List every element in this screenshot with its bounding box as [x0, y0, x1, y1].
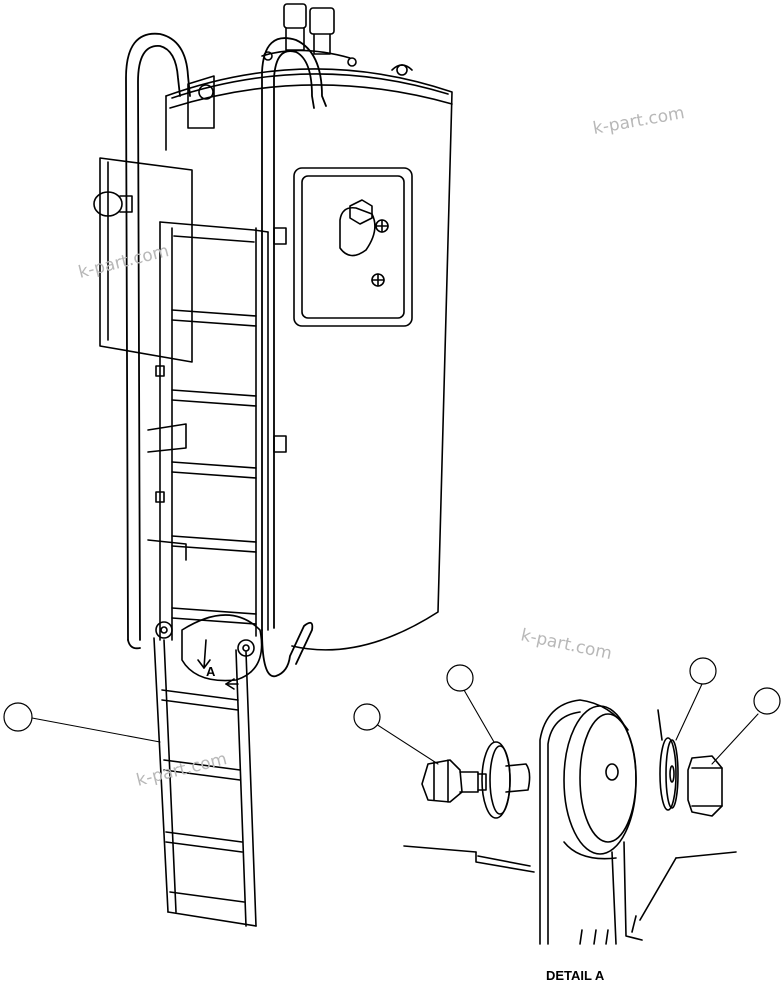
bolt	[421, 759, 487, 803]
callout-washer-right	[689, 657, 717, 685]
detail-a-circle	[181, 614, 263, 682]
callout-leaders	[31, 683, 759, 765]
inspection-cover	[293, 167, 413, 327]
washer-right	[659, 737, 679, 811]
lifting-lug-left	[187, 75, 215, 129]
callout-washer-left	[446, 664, 474, 692]
watermark: k-part.com	[134, 749, 229, 791]
callout-ladder	[3, 702, 33, 732]
ladder-lower	[153, 637, 257, 927]
watermark: k-part.com	[519, 625, 614, 664]
ladder-upper-rungs	[171, 309, 257, 625]
tank	[165, 3, 453, 651]
nut	[687, 755, 723, 817]
detail-caption: DETAIL A	[546, 968, 605, 982]
callout-bolt	[353, 703, 381, 731]
view-label-a: A	[206, 664, 216, 679]
detail-a-view	[403, 699, 737, 945]
ladder-upper	[147, 221, 287, 641]
washer-left	[481, 741, 531, 819]
watermark: k-part.com	[76, 241, 171, 283]
handrails	[125, 32, 327, 678]
watermark: k-part.com	[591, 103, 686, 139]
callout-nut	[753, 687, 781, 715]
ladder-lower-rungs	[161, 689, 245, 903]
top-fittings	[261, 3, 357, 67]
